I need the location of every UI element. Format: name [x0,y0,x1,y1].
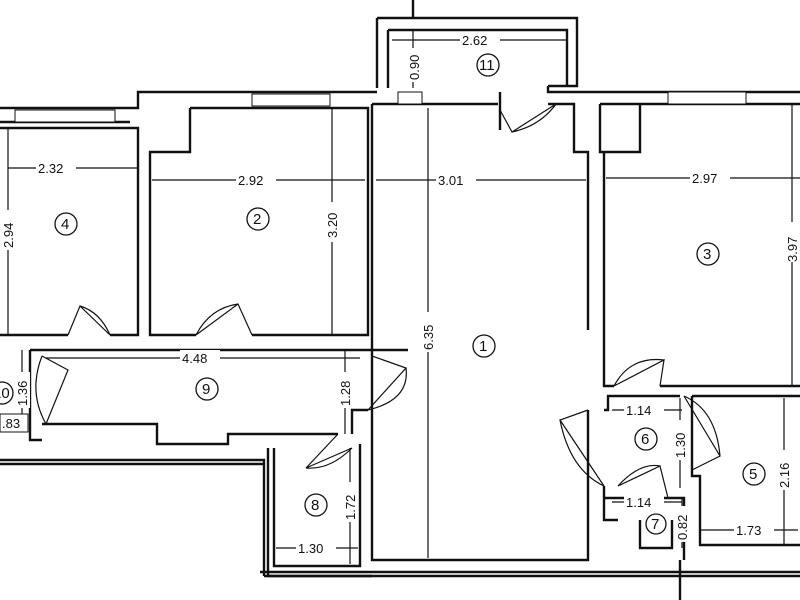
dim-room5-width: 1.73 [736,523,761,538]
dim-balcony-depth: 0.90 [407,55,422,80]
dim-room8-width: 1.30 [298,541,323,556]
room-numbers: 1 2 3 4 5 6 7 8 9 10 11 [0,53,766,535]
window-room4 [14,109,116,123]
dimension-lines [7,30,800,564]
room-8-number: 8 [311,497,319,514]
room-1-number: 1 [479,338,487,355]
dim-corridor-width: 1.28 [338,381,353,406]
dim-corridor-length: 4.48 [182,351,207,366]
dim-room10-width: .83 [2,416,20,431]
room-4-number: 4 [61,216,69,233]
dim-room6-depth: 1.30 [673,433,688,458]
dim-room1-depth: 6.35 [421,325,436,350]
room-3-number: 3 [703,246,711,263]
room-11-number: 11 [479,57,495,74]
dim-room7-width: 1.14 [626,495,651,510]
room-6-number: 6 [641,431,649,448]
room-10-number: 10 [0,385,10,402]
windows [14,91,747,123]
room-7-number: 7 [651,516,659,533]
window-room2 [251,93,331,107]
dim-room6-width: 1.14 [626,403,651,418]
dim-room3-depth: 3.97 [785,237,800,262]
dim-room2-width: 2.92 [238,173,263,188]
dim-room1-width: 3.01 [438,173,463,188]
window-room3 [667,91,747,105]
dim-room10-depth: 1.36 [15,381,30,406]
dim-room3-width: 2.97 [692,171,717,186]
dim-room4-width: 2.32 [38,161,63,176]
dim-balcony-width: 2.62 [462,33,487,48]
dim-room5-depth: 2.16 [777,463,792,488]
dim-room7-depth: 0.82 [675,515,690,540]
window-room1 [397,91,423,105]
door-swings [35,103,721,499]
dim-room4-depth: 2.94 [1,223,16,248]
dim-room8-depth: 1.72 [343,495,358,520]
dimension-labels: 2.62 0.90 2.32 2.94 2.92 3.20 3.01 6.35 … [0,32,800,556]
dim-room2-depth: 3.20 [325,213,340,238]
room-2-number: 2 [253,211,261,228]
room-9-number: 9 [202,381,210,398]
room-5-number: 5 [749,466,757,483]
